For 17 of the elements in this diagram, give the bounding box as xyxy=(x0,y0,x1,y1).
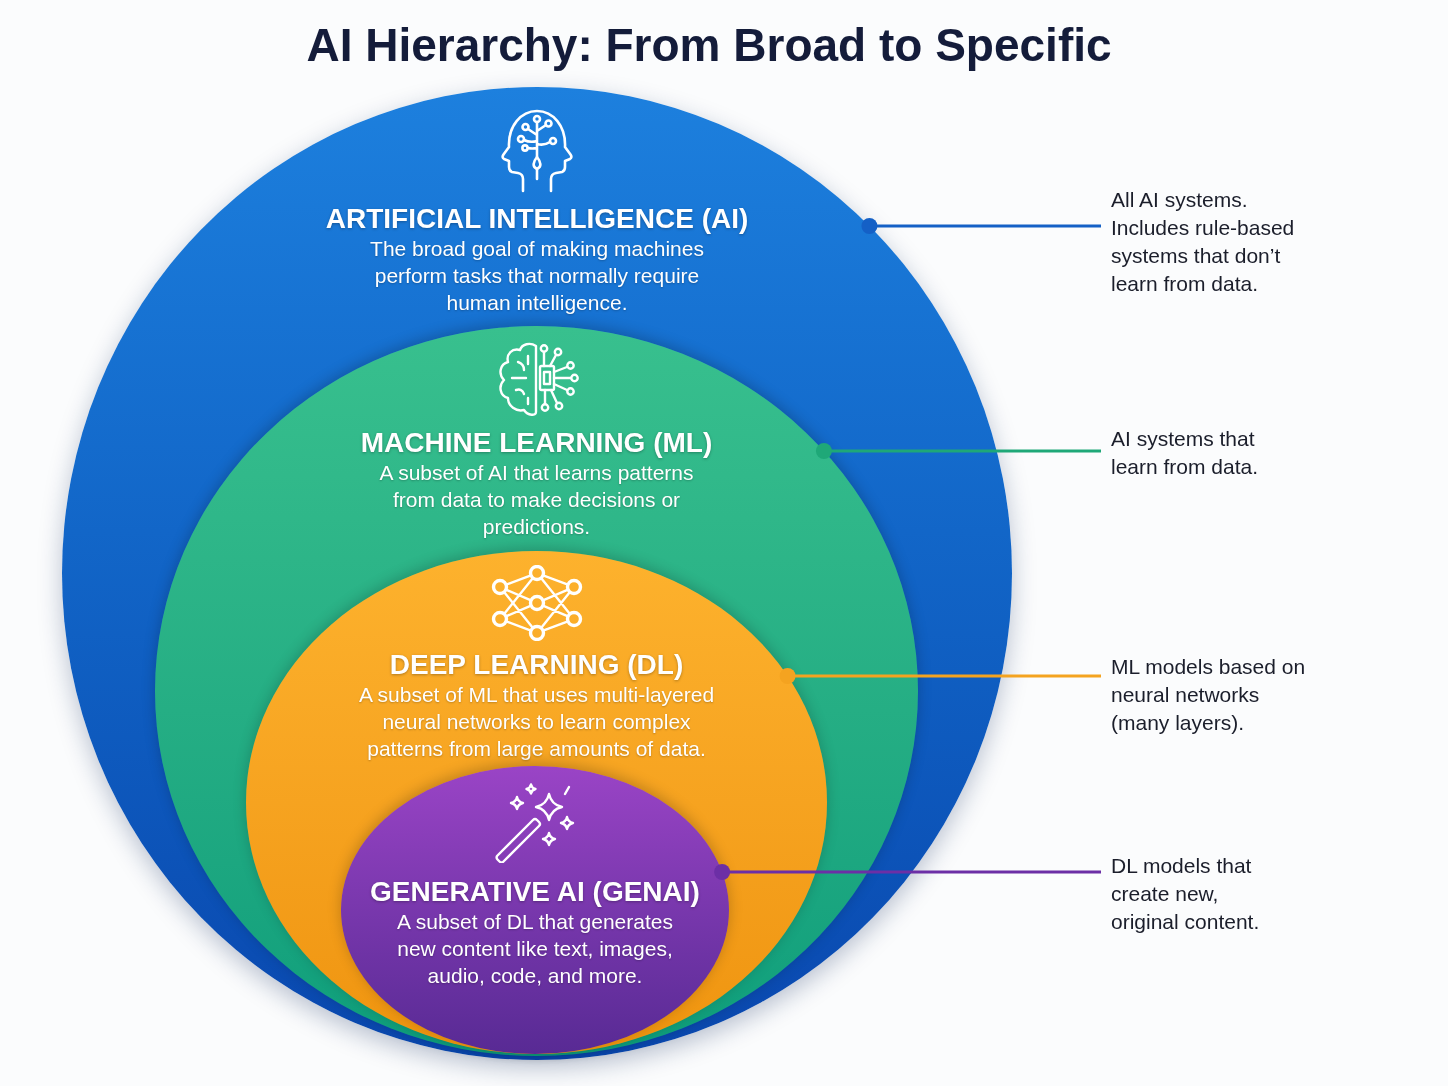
section-heading: GENERATIVE AI (GENAI) xyxy=(370,876,700,908)
annotation-text: DL models that create new, original content. xyxy=(1111,852,1276,936)
annotation-text: ML models based on neural networks (many layers). xyxy=(1111,653,1316,737)
description-text: A subset of DL that generates new content like text, images, audio, code, and more. xyxy=(396,909,674,989)
description-text: A subset of AI that learns patterns from data to make decisions or predictions. xyxy=(378,460,695,540)
diagram-title: AI Hierarchy: From Broad to Specific xyxy=(306,18,1112,73)
section-heading: ARTIFICIAL INTELLIGENCE (AI) xyxy=(325,203,749,235)
description-text: The broad goal of making machines perform tasks that normally require human intelligence. xyxy=(369,236,705,316)
leader-line xyxy=(861,218,1101,234)
annotation-text: AI systems that learn from data. xyxy=(1111,425,1291,481)
description-text: A subset of ML that uses multi-layered neural networks to learn complex patterns from large amounts of data. xyxy=(357,682,716,762)
leader-line xyxy=(815,443,1101,459)
leader-line xyxy=(714,864,1101,880)
section-heading: MACHINE LEARNING (ML) xyxy=(360,427,713,459)
annotation-text: All AI systems. Includes rule-based systems that don’t learn from data. xyxy=(1111,186,1316,298)
leader-line xyxy=(779,668,1101,684)
section-heading: DEEP LEARNING (DL) xyxy=(389,649,684,681)
